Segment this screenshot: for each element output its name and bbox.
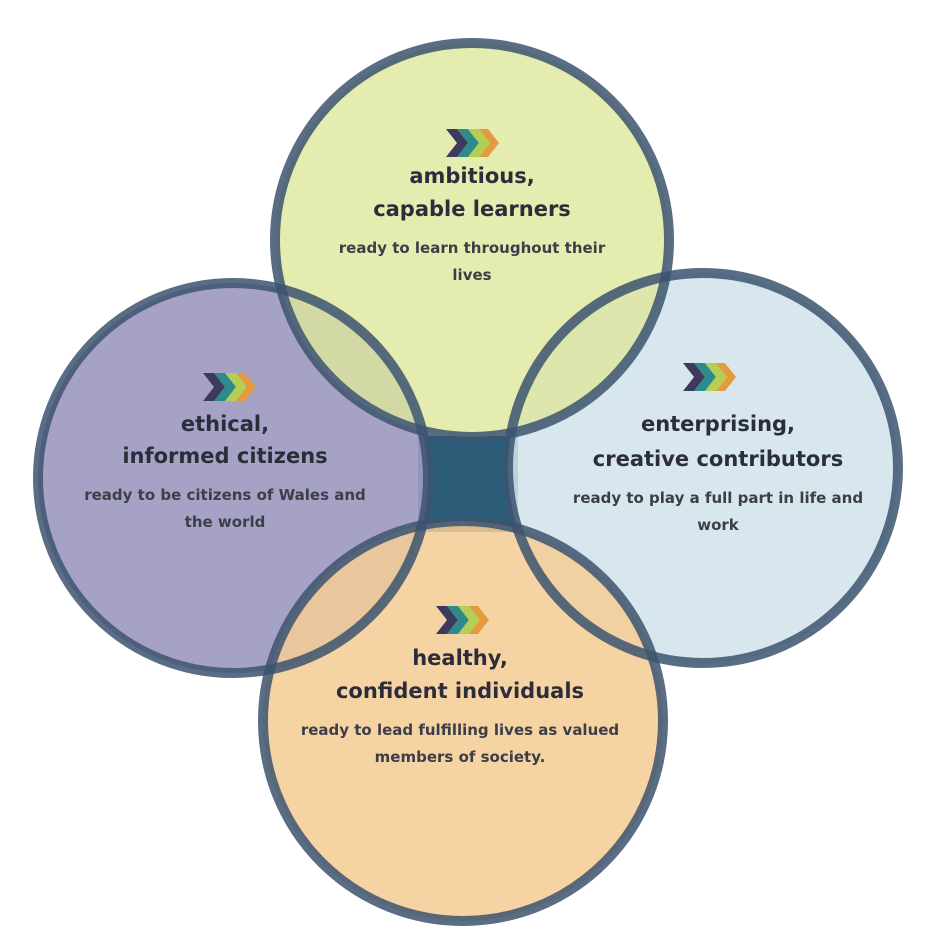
enterprising-heading-line-2: creative contributors — [593, 447, 843, 471]
enterprising-sub-line-2: work — [697, 516, 740, 534]
healthy-sub-line-2: members of society. — [375, 748, 546, 766]
healthy-sub-line-1: ready to lead fulfilling lives as valued — [301, 721, 619, 739]
outline-ambitious — [270, 38, 674, 442]
ethical-sub-line-1: ready to be citizens of Wales and — [84, 486, 366, 504]
center-square — [418, 436, 518, 532]
purpose-ambitious: ambitious, capable learners ready to lea… — [339, 129, 606, 284]
purpose-healthy: healthy, confident individuals ready to … — [301, 606, 619, 766]
circle-outlines — [33, 38, 903, 926]
healthy-heading-line-2: confident individuals — [336, 679, 584, 703]
enterprising-sub-line-1: ready to play a full part in life and — [573, 489, 863, 507]
enterprising-heading-line-1: enterprising, — [641, 412, 795, 436]
outline-enterprising — [503, 268, 903, 668]
outline-healthy — [258, 516, 668, 926]
ambitious-heading-line-1: ambitious, — [409, 164, 534, 188]
purpose-ethical: ethical, informed citizens ready to be c… — [84, 373, 366, 531]
ambitious-sub-line-2: lives — [452, 266, 491, 284]
ambitious-heading-line-2: capable learners — [373, 197, 571, 221]
healthy-heading-line-1: healthy, — [412, 646, 508, 670]
purpose-enterprising: enterprising, creative contributors read… — [573, 363, 863, 534]
ethical-sub-line-2: the world — [185, 513, 266, 531]
ethical-heading-line-1: ethical, — [181, 412, 269, 436]
ambitious-sub-line-1: ready to learn throughout their — [339, 239, 606, 257]
outline-ethical — [33, 278, 433, 678]
ethical-heading-line-2: informed citizens — [122, 444, 327, 468]
